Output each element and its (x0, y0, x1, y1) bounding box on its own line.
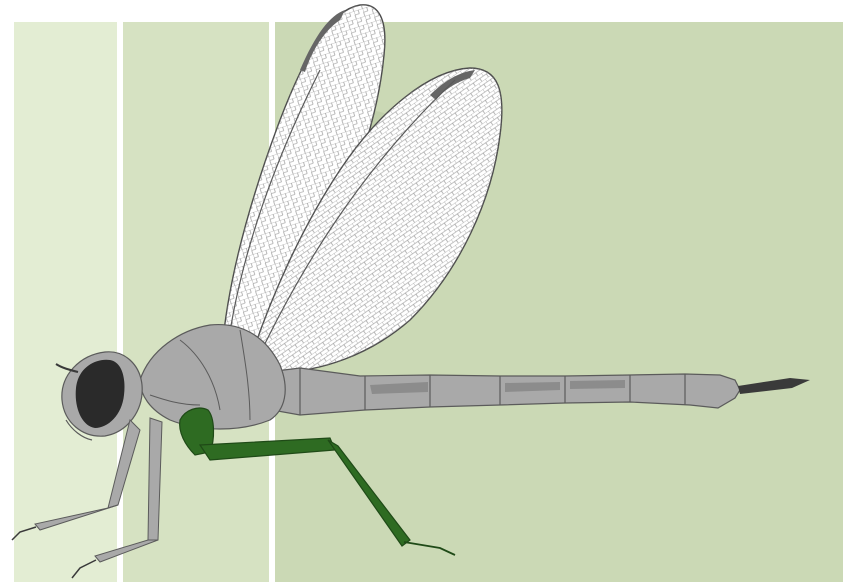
panel-1 (14, 22, 117, 582)
